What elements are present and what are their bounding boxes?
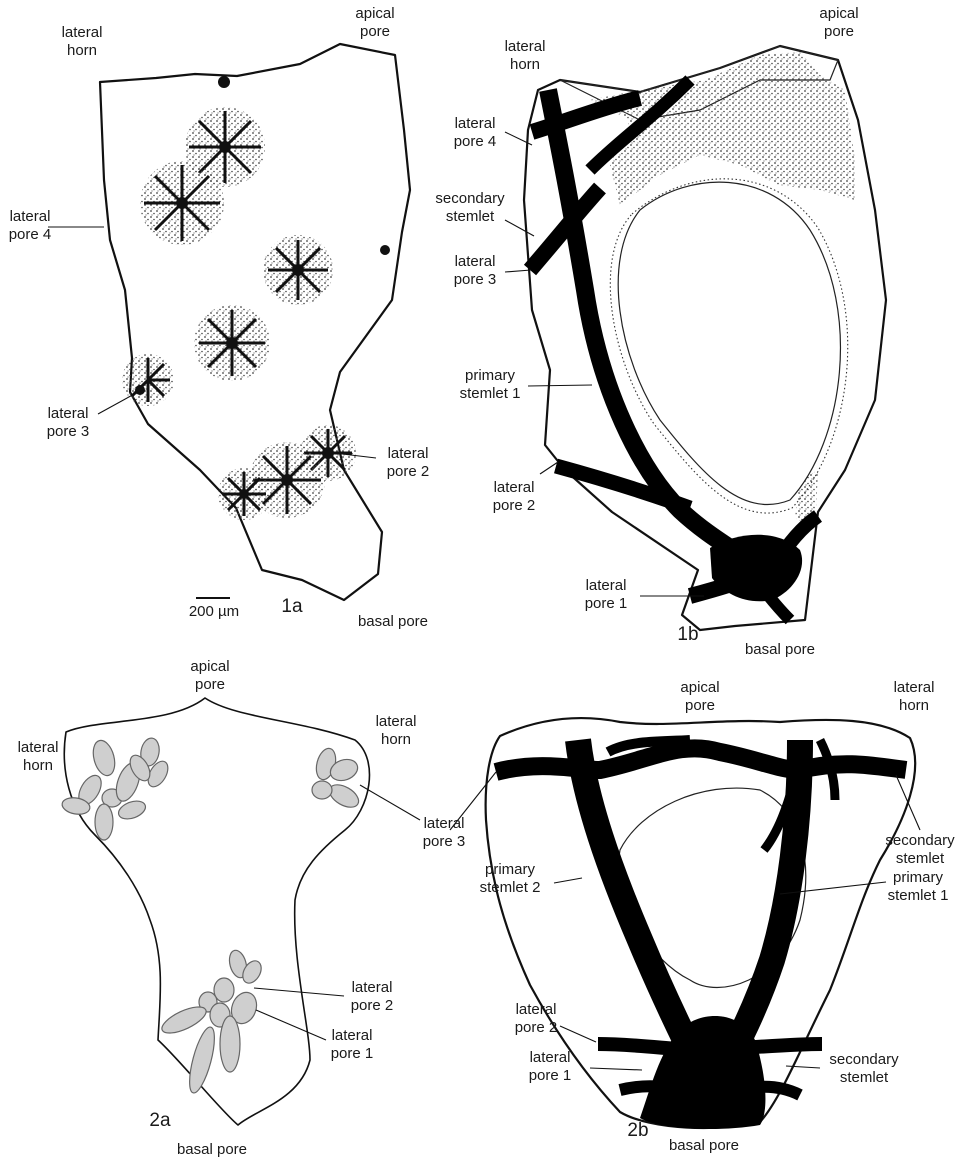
label-1a-lateral-4: lateral <box>10 208 51 225</box>
label-2b-apical: apical <box>680 679 719 696</box>
lateral-pore-2-band-2b <box>598 1044 690 1050</box>
label-1a-pore: pore <box>360 23 390 40</box>
label-2b-stemlet-bottom: stemlet <box>840 1069 889 1086</box>
label-1b-stemlet-1: stemlet 1 <box>460 385 521 402</box>
label-1b-pore-4: pore 4 <box>454 133 497 150</box>
label-1a-pore-2: pore 2 <box>387 463 430 480</box>
label-2b-pore-2: pore 2 <box>515 1019 558 1036</box>
panel-id-2a: 2a <box>149 1110 171 1131</box>
label-1b-secondary: secondary <box>435 190 505 207</box>
label-1b-pore-3: pore 3 <box>454 271 497 288</box>
label-2a-horn-left: horn <box>23 757 53 774</box>
label-2b-secondary-bottom: secondary <box>829 1051 899 1068</box>
label-1b-primary: primary <box>465 367 516 384</box>
label-1b-horn: horn <box>510 56 540 73</box>
label-2b-horn: horn <box>899 697 929 714</box>
panel-1a: lateral horn apical pore lateral pore 4 … <box>9 5 430 630</box>
label-1a-pore-3: pore 3 <box>47 423 90 440</box>
label-1b-lateral-3: lateral <box>455 253 496 270</box>
label-2a-lateral-left: lateral <box>18 739 59 756</box>
label-2a-pore-1: pore 1 <box>331 1045 374 1062</box>
rosette-3 <box>263 235 333 305</box>
label-2b-stemlet-1: stemlet 1 <box>888 887 949 904</box>
panel-2a: apical pore lateral horn lateral horn la… <box>18 658 466 1158</box>
label-1a-lateral-2: lateral <box>388 445 429 462</box>
label-2b-primary-2: primary <box>485 861 536 878</box>
label-2a-apical: apical <box>190 658 229 675</box>
label-2b-stemlet-2: stemlet 2 <box>480 879 541 896</box>
label-1b-lateral-2: lateral <box>494 479 535 496</box>
label-2a-lateral-1: lateral <box>332 1027 373 1044</box>
label-2a-horn-right: horn <box>381 731 411 748</box>
label-2b-primary-1: primary <box>893 869 944 886</box>
label-1a-pore-4: pore 4 <box>9 226 52 243</box>
label-2b-lateral-1: lateral <box>530 1049 571 1066</box>
panel-id-1b: 1b <box>677 624 698 645</box>
panel-1b: lateral horn apical pore lateral pore 4 … <box>435 5 886 658</box>
label-1b-stemlet: stemlet <box>446 208 495 225</box>
label-1b-pore-2: pore 2 <box>493 497 536 514</box>
label-2a-pore: pore <box>195 676 225 693</box>
rosette-2 <box>140 161 224 245</box>
label-2b-basal-pore: basal pore <box>669 1137 739 1154</box>
label-1a-horn: horn <box>67 42 97 59</box>
label-2a-pore-3: pore 3 <box>423 833 466 850</box>
label-2b-pore-1: pore 1 <box>529 1067 572 1084</box>
label-2a-lateral-3: lateral <box>424 815 465 832</box>
label-1a-lateral: lateral <box>62 24 103 41</box>
label-2a-lateral-2: lateral <box>352 979 393 996</box>
label-2a-pore-2: pore 2 <box>351 997 394 1014</box>
panel-id-1a: 1a <box>281 596 303 617</box>
panel-id-2b: 2b <box>627 1120 648 1141</box>
label-1b-lateral-1: lateral <box>586 577 627 594</box>
rosette-8 <box>218 468 270 520</box>
scale-bar-label: 200 µm <box>189 603 239 620</box>
label-1b-pore: pore <box>824 23 854 40</box>
label-1b-lateral: lateral <box>505 38 546 55</box>
label-1b-apical: apical <box>819 5 858 22</box>
label-2b-lateral-2: lateral <box>516 1001 557 1018</box>
label-2b-pore: pore <box>685 697 715 714</box>
label-2a-basal-pore: basal pore <box>177 1141 247 1158</box>
label-2a-lateral-right: lateral <box>376 713 417 730</box>
rosette-4 <box>194 305 270 381</box>
rosette-5 <box>122 354 174 406</box>
label-1b-lateral-4: lateral <box>455 115 496 132</box>
label-2b-secondary-top: secondary <box>885 832 955 849</box>
label-1b-basal-pore: basal pore <box>745 641 815 658</box>
label-1a-lateral-3: lateral <box>48 405 89 422</box>
panel-2b: apical pore lateral horn secondary steml… <box>450 679 955 1154</box>
label-2b-stemlet-top: stemlet <box>896 850 945 867</box>
label-2b-lateral: lateral <box>894 679 935 696</box>
label-1a-apical: apical <box>355 5 394 22</box>
label-1b-pore-1: pore 1 <box>585 595 628 612</box>
label-1a-basal-pore: basal pore <box>358 613 428 630</box>
